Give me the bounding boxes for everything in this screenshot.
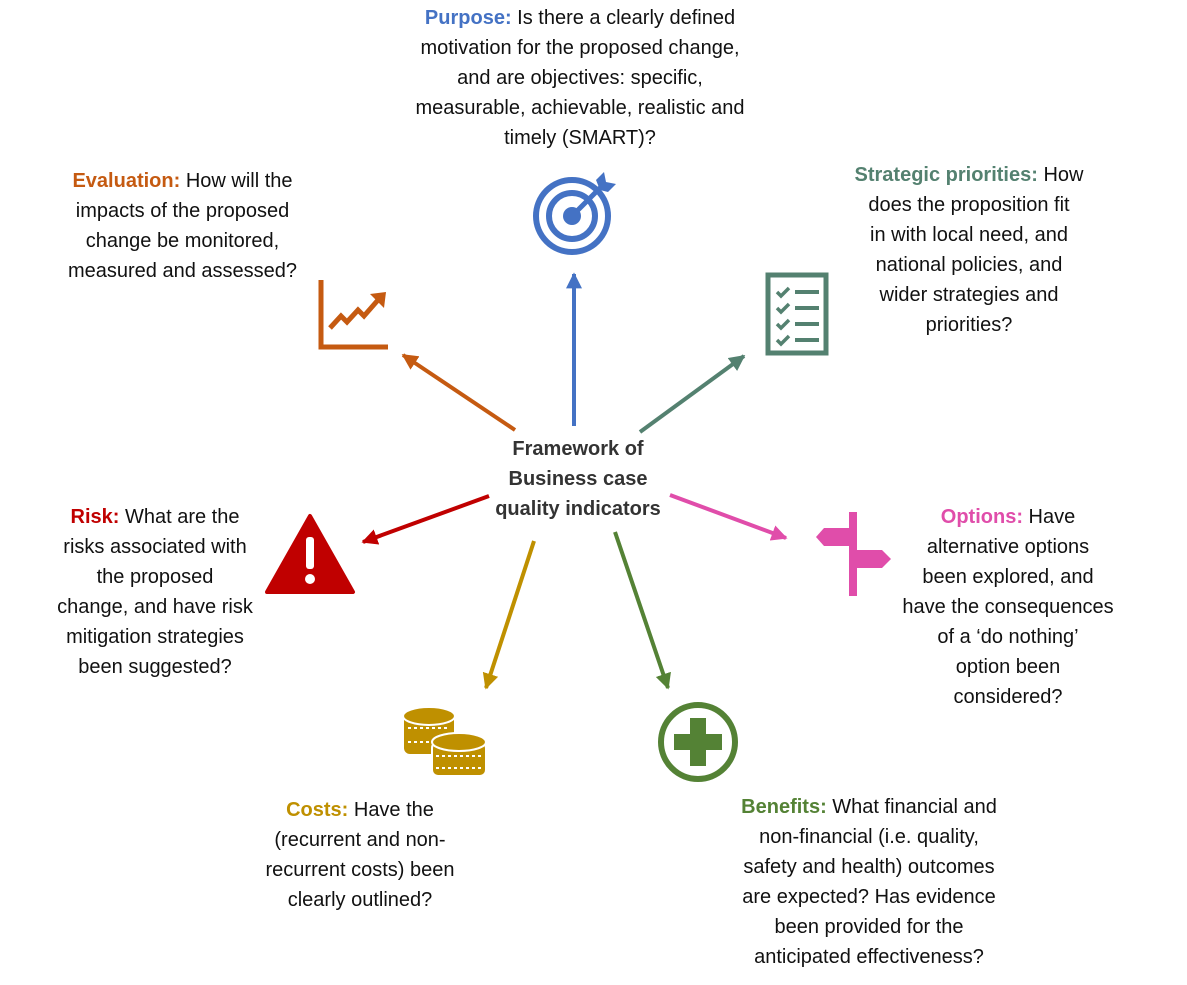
risk-line-1: Risk: What are the (40, 502, 270, 532)
strategic-line-3: in with local need, and (870, 224, 1068, 246)
evaluation-line-3: change be monitored, (85, 230, 280, 252)
strategic-priorities-block: Strategic priorities: How does the propo… (830, 160, 1108, 340)
purpose-line-5: timely (SMART)? (504, 127, 656, 149)
benefits-text-1: What financial and (826, 796, 997, 818)
risk-line-4: change, and have risk (57, 596, 253, 618)
costs-text-1: Have the (348, 799, 434, 821)
purpose-text-1: Is there a clearly defined (511, 7, 736, 29)
warning-icon (265, 514, 355, 594)
strategic-line-2: does the proposition fit (868, 194, 1070, 216)
risk-line-2: risks associated with (63, 536, 247, 558)
plus-circle-icon (658, 702, 738, 782)
benefits-line-6: anticipated effectiveness? (754, 946, 984, 968)
evaluation-text-1: How will the (180, 170, 293, 192)
framework-center-label: Framework of Business case quality indic… (478, 434, 678, 524)
evaluation-title: Evaluation: (72, 170, 181, 192)
purpose-block: Purpose: Is there a clearly defined moti… (380, 3, 780, 153)
trend-chart-icon (318, 280, 388, 350)
risk-title: Risk: (70, 506, 120, 528)
strategic-line-5: wider strategies and (879, 284, 1059, 306)
evaluation-block: Evaluation: How will the impacts of the … (40, 166, 325, 286)
options-text-1: Have (1022, 506, 1076, 528)
options-title: Options: (940, 506, 1023, 528)
benefits-line-1: Benefits: What financial and (712, 792, 1026, 822)
options-line-1: Options: Have (878, 502, 1138, 532)
evaluation-line-1: Evaluation: How will the (40, 166, 325, 196)
benefits-line-4: are expected? Has evidence (742, 886, 996, 908)
purpose-title: Purpose: (424, 7, 512, 29)
options-line-5: of a ‘do nothing’ (937, 626, 1079, 648)
strategic-line-4: national policies, and (875, 254, 1063, 276)
purpose-line-3: and are objectives: specific, (457, 67, 703, 89)
arrow-benefits (613, 531, 671, 690)
checklist-icon (765, 272, 829, 356)
options-line-3: been explored, and (922, 566, 1094, 588)
center-line-2: Business case (508, 468, 648, 490)
costs-title: Costs: (286, 799, 349, 821)
arrow-options (669, 493, 788, 541)
purpose-line-4: measurable, achievable, realistic and (415, 97, 745, 119)
arrow-strategic (638, 354, 746, 434)
costs-line-3: recurrent costs) been (265, 859, 455, 881)
benefits-title: Benefits: (741, 796, 827, 818)
center-line-3: quality indicators (495, 498, 661, 520)
risk-line-5: mitigation strategies (66, 626, 244, 648)
evaluation-line-4: measured and assessed? (67, 260, 298, 282)
arrow-risk (361, 494, 490, 545)
strategic-line-1: Strategic priorities: How (830, 160, 1108, 190)
benefits-block: Benefits: What financial and non-financi… (712, 792, 1026, 972)
options-line-2: alternative options (926, 536, 1090, 558)
arrow-costs (482, 540, 536, 690)
risk-text-1: What are the (119, 506, 240, 528)
center-line-1: Framework of (512, 438, 644, 460)
costs-line-2: (recurrent and non- (274, 829, 446, 851)
options-block: Options: Have alternative options been e… (878, 502, 1138, 712)
costs-block: Costs: Have the (recurrent and non- recu… (240, 795, 480, 915)
risk-line-6: been suggested? (78, 656, 232, 678)
target-icon (533, 172, 616, 255)
strategic-text-1: How (1037, 164, 1084, 186)
costs-line-4: clearly outlined? (287, 889, 433, 911)
benefits-line-2: non-financial (i.e. quality, (759, 826, 979, 848)
risk-line-3: the proposed (96, 566, 214, 588)
options-line-6: option been (955, 656, 1061, 678)
risk-block: Risk: What are the risks associated with… (40, 502, 270, 682)
signpost-icon (816, 512, 891, 596)
arrow-evaluation (401, 353, 517, 432)
coins-icon (402, 706, 487, 777)
costs-line-1: Costs: Have the (240, 795, 480, 825)
options-line-7: considered? (953, 686, 1063, 708)
strategic-title: Strategic priorities: (854, 164, 1038, 186)
benefits-line-3: safety and health) outcomes (743, 856, 995, 878)
purpose-line-1: Purpose: Is there a clearly defined (380, 3, 780, 33)
options-line-4: have the consequences (902, 596, 1114, 618)
purpose-line-2: motivation for the proposed change, (420, 37, 740, 59)
strategic-line-6: priorities? (925, 314, 1013, 336)
benefits-line-5: been provided for the (774, 916, 964, 938)
evaluation-line-2: impacts of the proposed (75, 200, 290, 222)
